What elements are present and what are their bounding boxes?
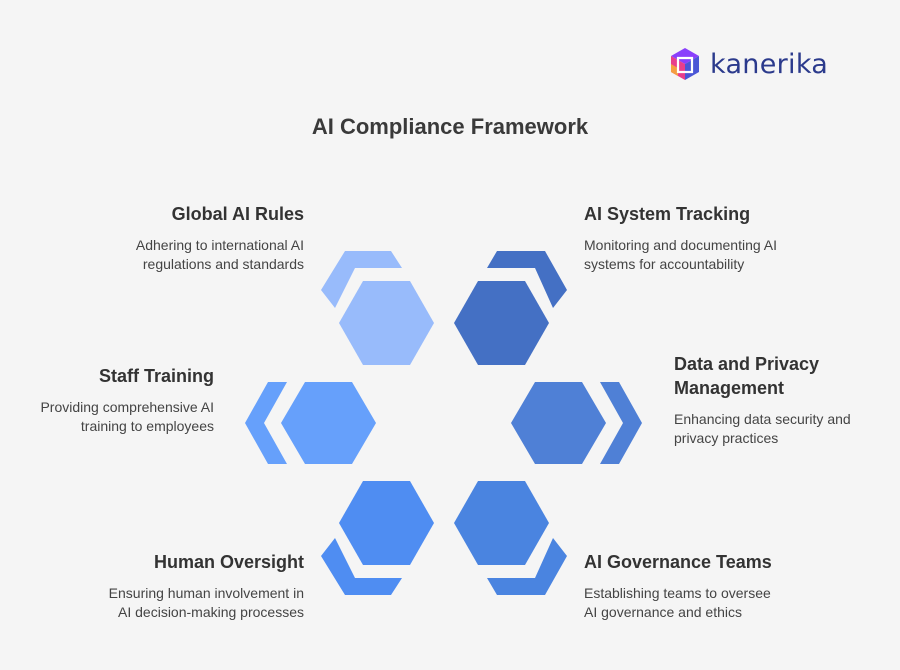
item-title: AI System Tracking [584,204,751,224]
hex-human-oversight [339,481,434,565]
cube-logo-icon [671,48,699,80]
item-ai-governance-teams: AI Governance Teams Establishing teams t… [584,550,864,622]
item-title: AI Governance Teams [584,552,772,572]
title-line: Data and Privacy [674,354,820,374]
bracket-ai-governance-teams [487,538,567,595]
hex-global-ai-rules [339,281,434,365]
item-ai-system-tracking: AI System Tracking Monitoring and docume… [584,202,864,274]
desc-line: AI governance and ethics [584,604,742,620]
item-title: Global AI Rules [171,204,304,224]
item-description: Monitoring and documenting AI systems for… [584,236,864,274]
desc-line: Adhering to international AI [135,237,304,253]
desc-line: Providing comprehensive AI [40,399,214,415]
item-staff-training: Staff Training Providing comprehensive A… [0,364,214,436]
bracket-human-oversight [321,538,402,595]
item-description: Adhering to international AI regulations … [24,236,304,274]
hex-staff-training [281,382,376,464]
hex-data-privacy [511,382,606,464]
item-global-ai-rules: Global AI Rules Adhering to internationa… [24,202,304,274]
bracket-global-ai-rules [321,251,402,308]
item-description: Providing comprehensive AI training to em… [0,398,214,436]
desc-line: systems for accountability [584,256,745,272]
desc-line: privacy practices [674,430,779,446]
logo: kanerika [668,44,828,84]
item-description: Enhancing data security and privacy pract… [674,410,889,448]
item-description: Ensuring human involvement in AI decision… [24,584,304,622]
page-title: AI Compliance Framework [311,114,589,139]
desc-line: Ensuring human involvement in [108,585,304,601]
bracket-ai-system-tracking [487,251,567,308]
item-description: Establishing teams to oversee AI governan… [584,584,864,622]
desc-line: training to employees [80,418,214,434]
desc-line: Enhancing data security and [674,411,851,427]
desc-line: AI decision-making processes [118,604,304,620]
desc-line: Establishing teams to oversee [584,585,771,601]
title-line: Management [674,378,785,398]
hex-ai-system-tracking [454,281,549,365]
desc-line: Monitoring and documenting AI [584,237,778,253]
hex-ai-governance-teams [454,481,549,565]
bracket-staff-training [245,382,287,464]
item-title: Human Oversight [153,552,304,572]
bracket-data-privacy [600,382,642,464]
item-title: Staff Training [98,366,214,386]
desc-line: regulations and standards [142,256,304,272]
logo-text: kanerika [710,48,829,80]
item-human-oversight: Human Oversight Ensuring human involveme… [24,550,304,622]
